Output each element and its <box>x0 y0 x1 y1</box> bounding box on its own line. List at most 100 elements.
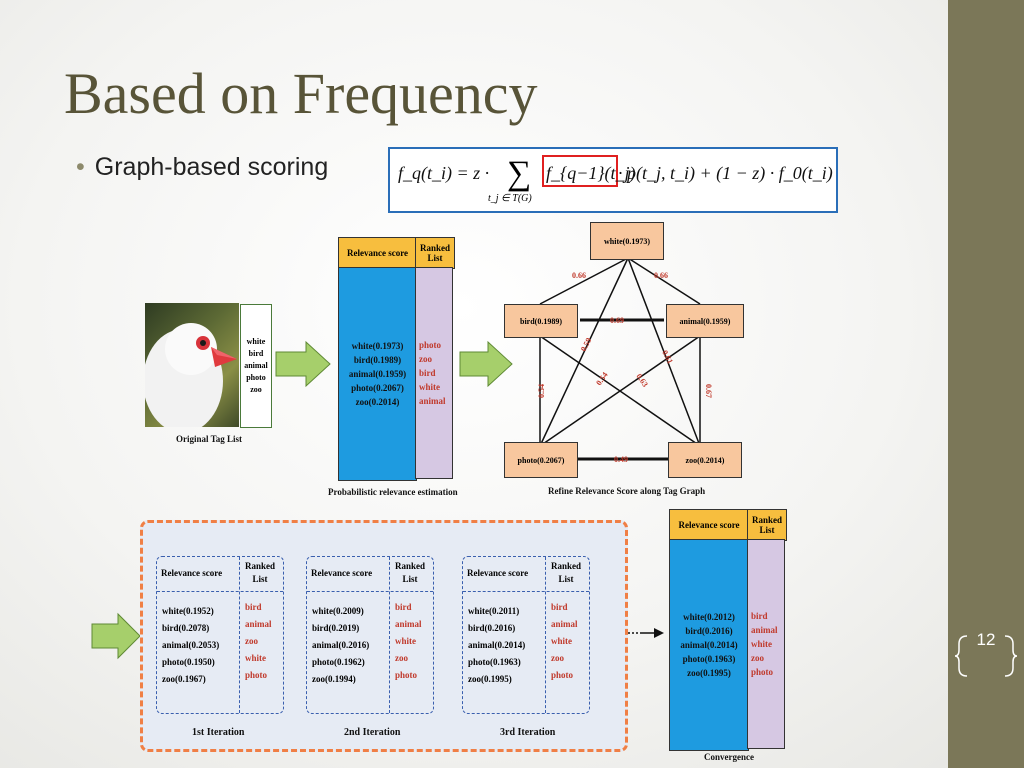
rank-entry: white <box>751 639 772 649</box>
formula-rhs: · p(t_j, t_i) + (1 − z) · f_0(t_i) <box>618 163 833 183</box>
green-arrow-icon <box>459 340 513 388</box>
score-header: Relevance score <box>311 568 373 578</box>
score-entry: white(0.2009) <box>312 606 364 616</box>
tag-graph-edges <box>539 257 701 461</box>
rank-entry: photo <box>751 667 774 677</box>
graph-node-photo: photo(0.2067) <box>504 442 578 478</box>
score-header: Relevance score <box>161 568 223 578</box>
original-tag-list-caption: Original Tag List <box>176 434 243 444</box>
score-entry: bird(0.2078) <box>162 623 210 633</box>
rank-header: Ranked List <box>244 561 275 584</box>
green-arrow-icon <box>91 612 141 660</box>
edge-weight-label: 0.61 <box>660 349 675 366</box>
iteration-ranks: bird animal zoo white photo <box>245 599 272 684</box>
edge-weight-label: 0.66 <box>572 271 586 280</box>
edge-weight-label: 0.66 <box>654 271 668 280</box>
rank-entry: zoo <box>419 354 432 364</box>
rank-header: Ranked List <box>415 237 455 269</box>
iteration-ranks: bird animal white zoo photo <box>551 599 578 684</box>
bullet-item: • Graph-based scoring <box>76 153 328 182</box>
score-entry: zoo(0.1995) <box>468 674 512 684</box>
score-entry: photo(0.1963) <box>682 654 736 664</box>
edge-weight-label: 0.67 <box>704 384 713 398</box>
slide-title: Based on Frequency <box>64 61 538 126</box>
white-bird-image <box>145 323 237 427</box>
rank-header: Ranked List <box>550 561 581 584</box>
iteration-2-box: Relevance score Ranked List white(0.2009… <box>306 556 434 714</box>
score-entry: bird(0.1989) <box>353 355 402 365</box>
rank-entry: animal <box>395 619 422 629</box>
score-entry: animal(0.2014) <box>680 640 738 650</box>
rank-entry: photo <box>419 340 442 350</box>
graph-node-white: white(0.1973) <box>590 222 664 260</box>
score-entry: photo(0.2067) <box>351 383 404 393</box>
rank-entry: white <box>395 636 416 646</box>
rank-entry: photo <box>245 670 268 680</box>
rank-header: Ranked List <box>747 509 787 541</box>
rank-entry: white <box>245 653 266 663</box>
probabilistic-ranks: photo zoo bird white animal <box>415 267 453 479</box>
score-header: Relevance score <box>669 509 749 541</box>
formula-box: f_q(t_i) = z · ∑ t_j ∈ T(G) f_{q−1}(t_j)… <box>388 147 838 213</box>
right-sidebar-bar <box>948 0 1024 768</box>
iteration-1-box: Relevance score Ranked List white(0.1952… <box>156 556 284 714</box>
rank-entry: zoo <box>751 653 764 663</box>
iteration-2-caption: 2nd Iteration <box>344 727 401 738</box>
score-entry: white(0.1973) <box>351 341 404 351</box>
page-number-badge: 12 <box>954 630 1018 682</box>
score-entry: bird(0.2016) <box>685 626 733 636</box>
formula-highlight <box>542 155 618 187</box>
arrow-head-icon <box>654 628 664 638</box>
formula-lhs: f_q(t_i) = z · <box>398 163 490 183</box>
summation-icon: ∑ <box>507 155 532 192</box>
score-entry: animal(0.2014) <box>468 640 526 650</box>
rank-entry: bird <box>395 602 412 612</box>
graph-node-bird: bird(0.1989) <box>504 304 578 338</box>
graph-node-animal: animal(0.1959) <box>666 304 744 338</box>
formula-sum-subscript: t_j ∈ T(G) <box>488 193 532 204</box>
rank-entry: animal <box>751 625 778 635</box>
score-header: Relevance score <box>338 237 417 269</box>
score-entry: bird(0.2016) <box>468 623 516 633</box>
rank-entry: animal <box>551 619 578 629</box>
bullet-dot-icon: • <box>76 153 85 181</box>
rank-entry: animal <box>419 396 446 406</box>
probabilistic-caption: Probabilistic relevance estimation <box>328 487 458 497</box>
iteration-1-caption: 1st Iteration <box>192 727 245 738</box>
edge-weight-label: 0.54 <box>594 371 609 388</box>
rank-entry: photo <box>395 670 418 680</box>
green-arrow-icon <box>275 340 331 388</box>
bullet-text: Graph-based scoring <box>94 153 329 181</box>
rank-entry: zoo <box>395 653 408 663</box>
rank-entry: zoo <box>551 653 564 663</box>
rank-entry: zoo <box>245 636 258 646</box>
iteration-3-box: Relevance score Ranked List white(0.2011… <box>462 556 590 714</box>
score-entry: animal(0.2053) <box>162 640 220 650</box>
rank-entry: photo <box>551 670 574 680</box>
edge-weights: 0.66 0.66 0.69 0.59 0.61 0.54 0.54 0.63 … <box>537 271 713 464</box>
score-entry: zoo(0.1967) <box>162 674 206 684</box>
tag: animal <box>244 361 268 370</box>
score-entry: zoo(0.1994) <box>312 674 356 684</box>
edge-weight-label: 0.63 <box>634 372 649 389</box>
edge-weight-label: 0.59 <box>579 336 594 353</box>
rank-entry: white <box>419 382 440 392</box>
graph-caption: Refine Relevance Score along Tag Graph <box>548 486 706 496</box>
rank-entry: animal <box>245 619 272 629</box>
iteration-scores: white(0.1952) bird(0.2078) animal(0.2053… <box>162 603 219 688</box>
arrows-layer: 0.66 0.66 0.69 0.59 0.61 0.54 0.54 0.63 … <box>91 257 713 660</box>
edge-weight-label: 0.49 <box>614 455 628 464</box>
convergence-ranks: bird animal white zoo photo <box>747 539 785 749</box>
score-entry: white(0.2011) <box>468 606 520 616</box>
probabilistic-scores: white(0.1973) bird(0.1989) animal(0.1959… <box>338 267 417 481</box>
score-entry: zoo(0.1995) <box>687 668 731 678</box>
score-header: Relevance score <box>467 568 529 578</box>
graph-node-zoo: zoo(0.2014) <box>668 442 742 478</box>
original-tag-list: white bird animal photo zoo <box>240 304 272 428</box>
tag: zoo <box>250 385 262 394</box>
rank-entry: bird <box>551 602 568 612</box>
formula-highlighted-term: f_{q−1}(t_j) <box>546 163 636 183</box>
score-entry: bird(0.2019) <box>312 623 360 633</box>
score-entry: zoo(0.2014) <box>355 397 400 407</box>
iteration-3-caption: 3rd Iteration <box>500 727 556 738</box>
